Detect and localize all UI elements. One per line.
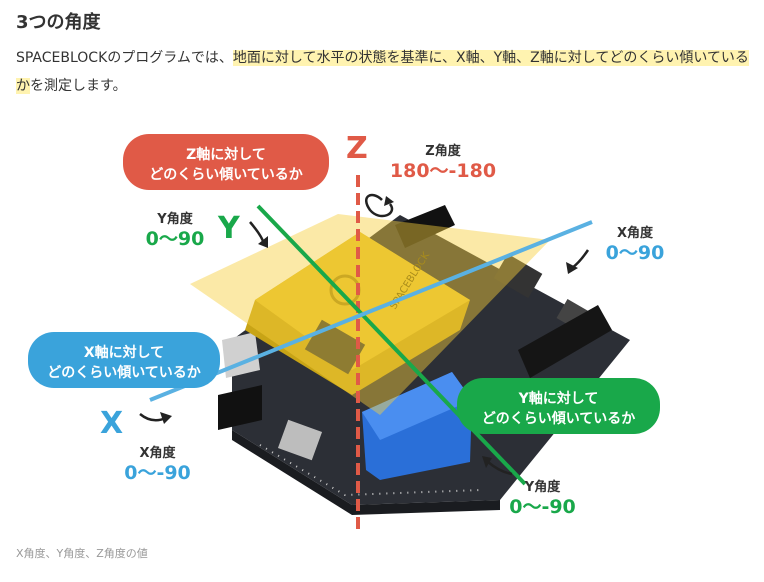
horizontal-plane bbox=[190, 214, 550, 415]
intro-before: SPACEBLOCKのプログラムでは、 bbox=[16, 50, 233, 66]
z-rotation-arrow bbox=[365, 193, 394, 218]
y-angle-label-bottom: Y角度 0〜-90 bbox=[500, 480, 585, 520]
intro-highlight-1: 地面に対して水平の状態を基準に、X軸、Y軸、Z軸に対してどのくらい傾いて bbox=[232, 50, 721, 66]
z-bubble-line2: どのくらい傾いているか bbox=[149, 167, 303, 183]
z-bubble-line1: Z軸に対して bbox=[186, 147, 266, 163]
x-angle-name-right: X角度 bbox=[616, 226, 654, 241]
y-angle-range-bottom: 0〜-90 bbox=[509, 496, 576, 519]
z-angle-range: 180〜-180 bbox=[389, 160, 497, 183]
y-angle-name-top: Y角度 bbox=[157, 212, 193, 227]
x-angle-label-right: X角度 0〜90 bbox=[595, 226, 675, 266]
x-angle-name-bottom: X角度 bbox=[139, 446, 176, 461]
z-angle-name: Z角度 bbox=[425, 144, 461, 159]
y-angle-range-top: 0〜90 bbox=[145, 228, 205, 251]
x-angle-label-bottom: X角度 0〜-90 bbox=[115, 446, 200, 486]
x-axis-bubble: X軸に対して どのくらい傾いているか bbox=[28, 332, 220, 388]
y-rotation-arrow-bottom bbox=[482, 456, 513, 476]
intro-after: を測定します。 bbox=[30, 78, 127, 94]
y-bubble-line1: Y軸に対して bbox=[518, 391, 599, 407]
section-title: 3つの角度 bbox=[16, 12, 101, 33]
z-angle-label: Z角度 180〜-180 bbox=[388, 144, 498, 184]
z-axis-letter: Z bbox=[346, 131, 368, 166]
y-angle-name-bottom: Y角度 bbox=[524, 480, 561, 495]
x-angle-range-bottom: 0〜-90 bbox=[124, 462, 191, 485]
x-axis-line bbox=[149, 220, 593, 402]
intro-text: SPACEBLOCKのプログラムでは、地面に対して水平の状態を基準に、X軸、Y軸… bbox=[16, 44, 756, 100]
x-bubble-line2: どのくらい傾いているか bbox=[47, 365, 201, 381]
y-bubble-line2: どのくらい傾いているか bbox=[481, 411, 636, 427]
x-rotation-arrow-left bbox=[139, 412, 172, 424]
x-rotation-arrow-right bbox=[566, 249, 590, 274]
y-axis-bubble: Y軸に対して どのくらい傾いているか bbox=[457, 378, 660, 434]
x-angle-range-right: 0〜90 bbox=[605, 242, 665, 265]
x-axis-letter: X bbox=[100, 406, 124, 441]
y-axis-letter: Y bbox=[218, 211, 240, 246]
y-rotation-arrow-top bbox=[249, 221, 268, 248]
y-axis-line bbox=[256, 204, 527, 486]
z-axis-bubble: Z軸に対して どのくらい傾いているか bbox=[123, 134, 329, 190]
figure-caption: X角度、Y角度、Z角度の値 bbox=[16, 547, 148, 560]
y-angle-label-top: Y角度 0〜90 bbox=[140, 212, 210, 252]
x-bubble-line1: X軸に対して bbox=[83, 345, 165, 361]
